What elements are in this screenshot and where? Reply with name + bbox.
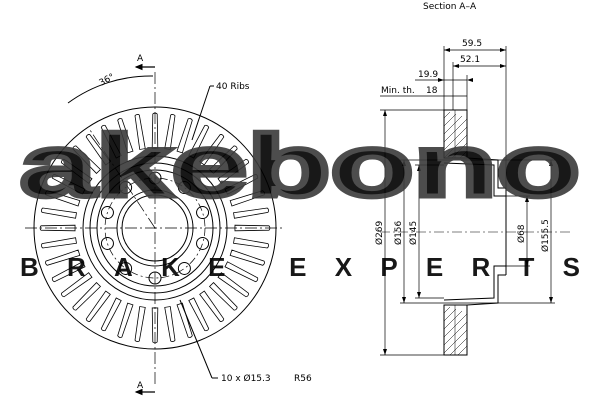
dim-friction-ring: 19.9 — [418, 70, 438, 80]
rib — [117, 302, 134, 338]
rib — [151, 307, 159, 344]
watermark: akebono BRAKE EXPERTS — [18, 114, 583, 283]
rib — [41, 237, 77, 249]
rib — [41, 207, 77, 219]
cut-arrow-top — [134, 63, 143, 71]
rib — [134, 306, 146, 342]
rib — [61, 158, 93, 184]
dimension-lines — [380, 49, 552, 355]
dim-min-th-label: Min. th. — [381, 86, 415, 96]
rib — [217, 158, 249, 184]
mounting-hole — [100, 206, 114, 220]
rib — [45, 249, 81, 266]
rib — [39, 224, 76, 232]
rib — [72, 281, 102, 311]
mounting-holes — [100, 171, 210, 285]
hat-profile-bottom-inner — [443, 265, 506, 301]
angle-label: 36° — [98, 72, 117, 88]
front-view — [25, 63, 285, 396]
mounting-hole — [196, 206, 210, 220]
dim-d155-5: Ø155.5 — [540, 219, 551, 252]
watermark-brand: akebono — [20, 116, 580, 215]
rib — [72, 145, 102, 175]
rib — [176, 118, 193, 154]
rib — [100, 124, 122, 159]
rib — [134, 114, 146, 150]
mounting-hole — [100, 236, 114, 250]
mounting-hole — [177, 181, 191, 195]
dim-d68: Ø68 — [516, 224, 527, 243]
hat-profile-top-inner — [443, 162, 506, 197]
rib — [208, 281, 238, 311]
rib — [188, 124, 210, 159]
holes-leader — [179, 299, 213, 379]
rib — [61, 272, 93, 298]
rib — [45, 190, 81, 207]
hat-profile-top — [466, 157, 506, 189]
rib — [199, 134, 225, 166]
rib — [188, 297, 210, 332]
rib — [208, 145, 238, 175]
cut-label-bottom: A — [137, 381, 144, 391]
watermark-tagline: BRAKE EXPERTS — [20, 252, 580, 282]
extension-lines — [380, 46, 555, 356]
rib — [229, 190, 265, 207]
cut-label-top: A — [137, 54, 144, 64]
rib — [151, 112, 159, 149]
rib — [164, 114, 176, 150]
dim-d145: Ø145 — [408, 221, 419, 245]
rib — [51, 261, 86, 283]
cooling-ribs — [39, 112, 271, 344]
rib — [117, 118, 134, 154]
rib — [85, 290, 111, 322]
rib — [217, 272, 249, 298]
rib — [224, 173, 259, 195]
rib — [100, 297, 122, 332]
dim-overall-width: 59.5 — [462, 39, 482, 49]
dim-d269: Ø269 — [374, 220, 385, 245]
friction-ring-bottom — [443, 304, 468, 356]
rib — [233, 207, 269, 219]
cut-arrow-bottom — [134, 388, 143, 396]
ring-hatching — [443, 110, 468, 356]
hat-profile-bottom — [466, 274, 506, 306]
section-title: Section A–A — [423, 2, 477, 12]
dim-inner-width: 52.1 — [460, 55, 480, 65]
rib — [199, 290, 225, 322]
dim-d156: Ø156 — [393, 220, 404, 245]
arrowheads — [383, 48, 553, 355]
dim-min-th-value: 18 — [426, 86, 438, 96]
rib — [85, 134, 111, 166]
mounting-hole — [119, 181, 133, 195]
holes-label: 10 x Ø15.3 — [221, 373, 271, 384]
mounting-hole — [196, 236, 210, 250]
rib — [164, 306, 176, 342]
angle-arc — [67, 75, 154, 104]
rib — [51, 173, 86, 195]
mounting-hole — [119, 261, 133, 275]
section-view — [380, 46, 570, 356]
rib — [234, 224, 271, 232]
rib — [224, 261, 259, 283]
bolt-circle-label: R56 — [294, 374, 312, 384]
rib — [233, 237, 269, 249]
rib — [229, 249, 265, 266]
rib — [176, 302, 193, 338]
mounting-hole — [177, 261, 191, 275]
ribs-leader — [191, 85, 211, 141]
ribs-label: 40 Ribs — [216, 82, 250, 92]
